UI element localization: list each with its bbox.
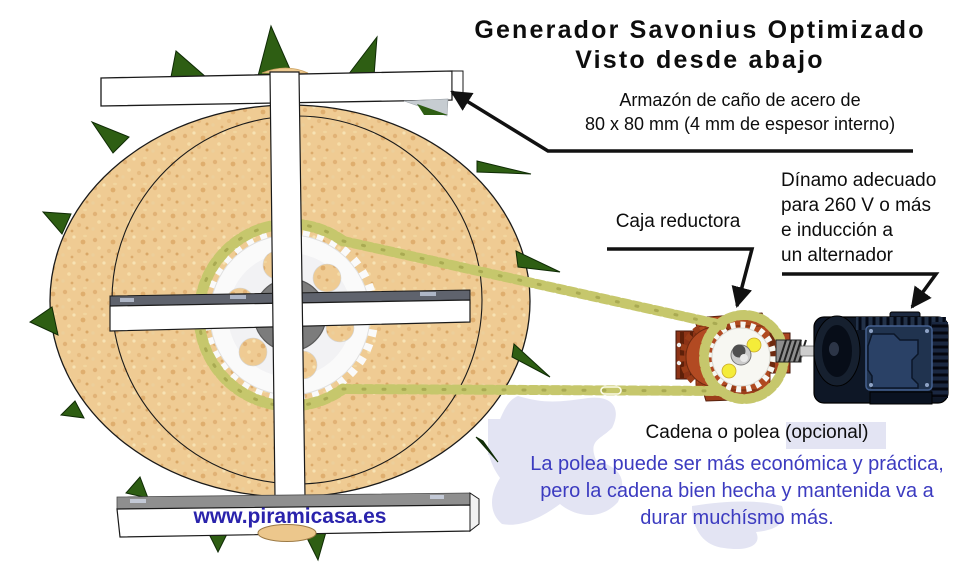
gearbox-label: Caja reductora: [615, 211, 741, 232]
title-line-2: Visto desde abajo: [575, 46, 825, 74]
rotor-spike: [59, 400, 85, 419]
rotor-spikes: [28, 24, 561, 562]
title-line-1: Generador Savonius Optimizado: [474, 16, 926, 44]
watermark-shape: [488, 396, 886, 550]
pulley-note: La polea puede ser más económica y práct…: [487, 451, 960, 532]
arrow-to-dynamo: [782, 272, 940, 309]
rotor-spike: [90, 120, 130, 154]
chain-label: Cadena o polea (opcional): [645, 422, 869, 443]
arrow-to-frame: [450, 90, 913, 153]
dynamo-annotation-line-4: un alternador: [781, 245, 893, 266]
rotor-spike: [170, 50, 209, 79]
annotation-arrows: [450, 90, 940, 309]
frame-annotation: Armazón de caño de acero de 80 x 80 mm (…: [520, 88, 960, 136]
dynamo-annotation-line-1: Dínamo adecuado: [781, 170, 937, 191]
rotor-spike: [41, 211, 72, 235]
frame-annotation-line-2: 80 x 80 mm (4 mm de espesor interno): [584, 114, 896, 134]
page-title: Generador Savonius Optimizado Visto desd…: [440, 15, 960, 75]
chain-master-link: [600, 386, 622, 395]
dynamo-annotation-line-3: e inducción a: [781, 220, 893, 241]
dynamo-annotation-line-2: para 260 V o más: [781, 195, 931, 216]
arrow-to-gearbox: [607, 247, 755, 309]
frame-crossbeam-vertical: [269, 71, 306, 498]
pulley-note-line-2: pero la cadena bien hecha y mantenida va…: [540, 480, 934, 502]
pulley-note-line-1: La polea puede ser más económica y práct…: [530, 453, 944, 475]
dynamo-annotation: Dínamo adecuado para 260 V o más e induc…: [781, 168, 960, 268]
rotor-spike: [347, 35, 378, 77]
rotor-spike: [511, 342, 551, 378]
frame-bottom-beam: [116, 492, 480, 542]
pulley-note-line-3: durar muchísmo más.: [640, 507, 834, 529]
rotor-spike: [475, 436, 499, 463]
gearbox-sprocket: [705, 321, 777, 393]
dynamo: [775, 311, 949, 405]
rotor-spike: [476, 160, 532, 175]
rotor-spike: [515, 250, 561, 273]
rotor-spike: [125, 476, 149, 499]
website-text: www.piramicasa.es: [193, 505, 387, 528]
frame-annotation-line-1: Armazón de caño de acero de: [619, 90, 861, 110]
rotor-spike: [28, 306, 59, 336]
